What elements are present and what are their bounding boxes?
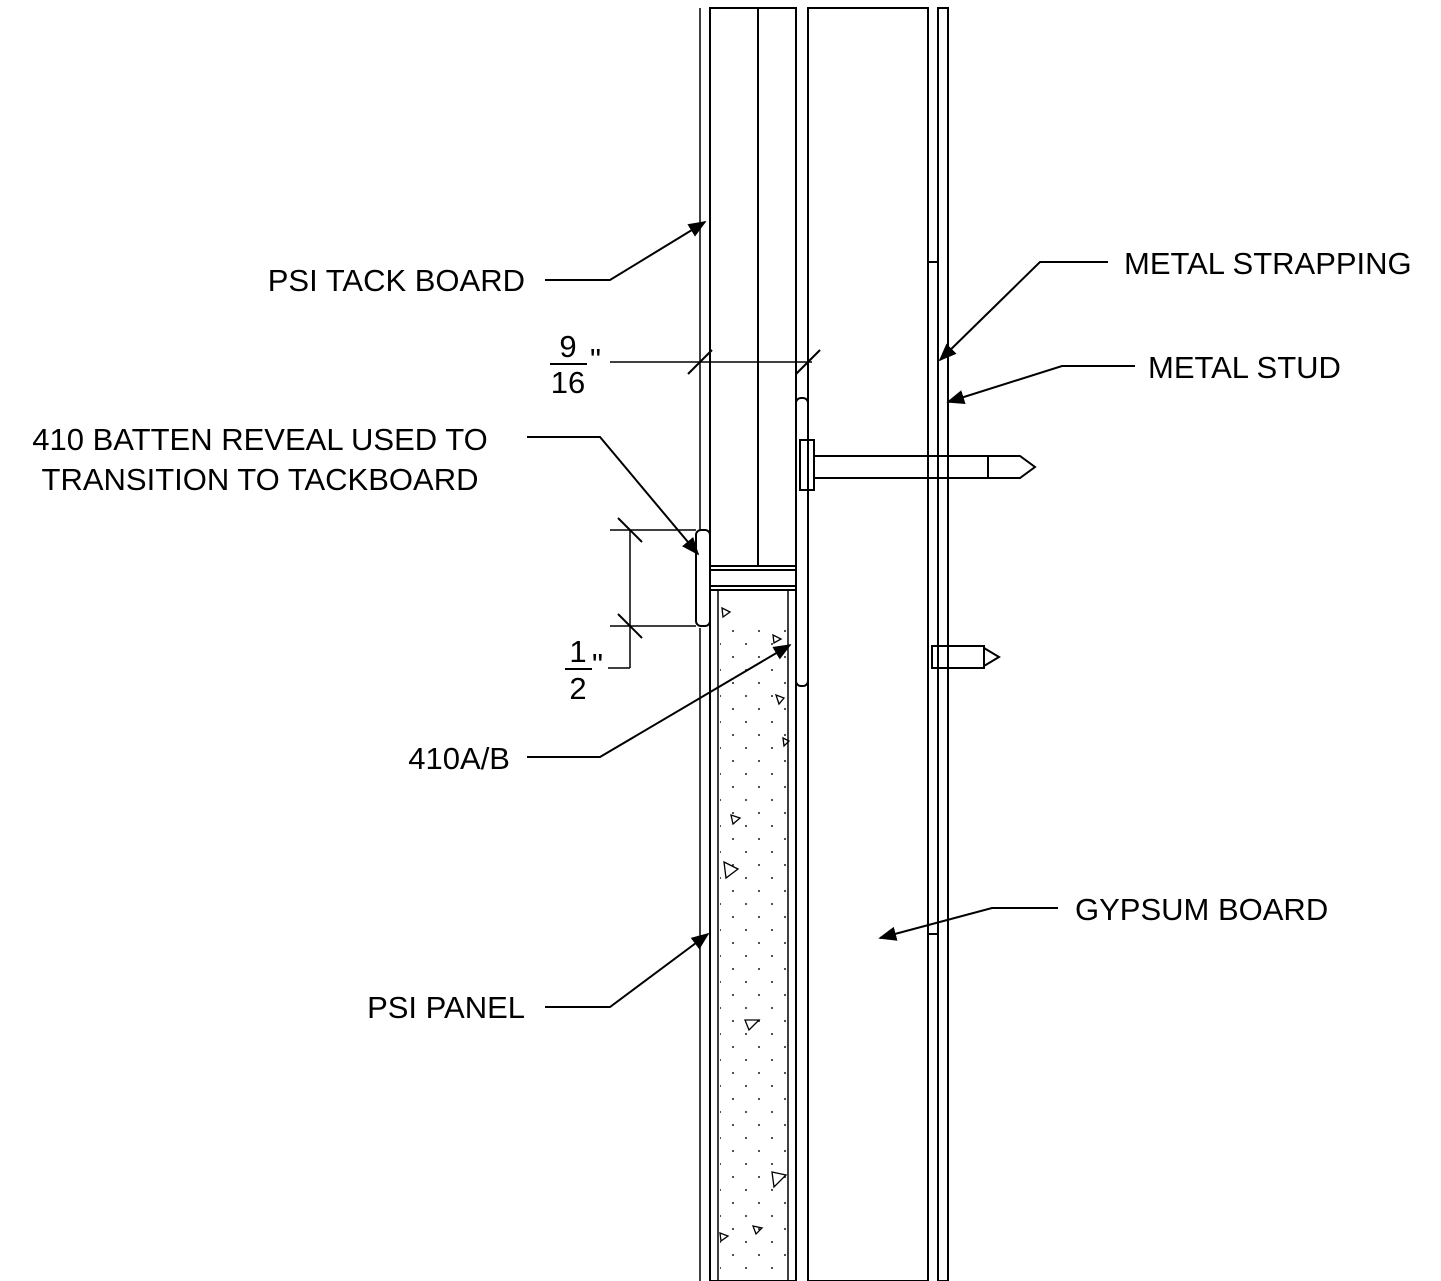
leader-batten-reveal [527,436,700,556]
dim-bottom-denominator: 2 [569,671,586,706]
dim-top-numerator: 9 [559,329,576,364]
upper-screw [799,439,1037,491]
leader-psi-panel [545,932,710,1008]
label-batten-reveal-line2: TRANSITION TO TACKBOARD [42,462,479,497]
dim-top-unit: " [590,342,601,377]
leader-metal-strapping [938,261,1108,362]
lower-screw [931,645,1001,669]
labels: PSI TACK BOARD METAL STRAPPING METAL STU… [32,246,1411,1025]
label-gypsum-board: GYPSUM BOARD [1075,892,1328,927]
label-part-number: 410A/B [408,741,510,776]
psi-panel [699,589,797,1281]
tack-board [699,7,797,567]
gypsum-board [807,7,929,1281]
leader-gypsum-board [878,907,1058,941]
metal-stud [937,7,949,1281]
dim-bottom-numerator: 1 [569,634,586,669]
dimension-top: 9 16 " [550,329,821,400]
dim-bottom-unit: " [592,647,603,682]
label-metal-strapping: METAL STRAPPING [1124,246,1412,281]
dimension-bottom: 1 2 " [565,517,696,706]
dim-top-denominator: 16 [551,365,585,400]
label-psi-tack-board: PSI TACK BOARD [268,263,525,298]
leader-part-number [527,644,792,758]
leader-metal-stud [946,365,1135,404]
label-psi-panel: PSI PANEL [367,990,525,1025]
label-batten-reveal-line1: 410 BATTEN REVEAL USED TO [32,422,487,457]
metal-strapping [927,261,939,935]
leader-tack-board [545,221,707,281]
leaders [527,221,1135,1008]
label-metal-stud: METAL STUD [1148,350,1341,385]
